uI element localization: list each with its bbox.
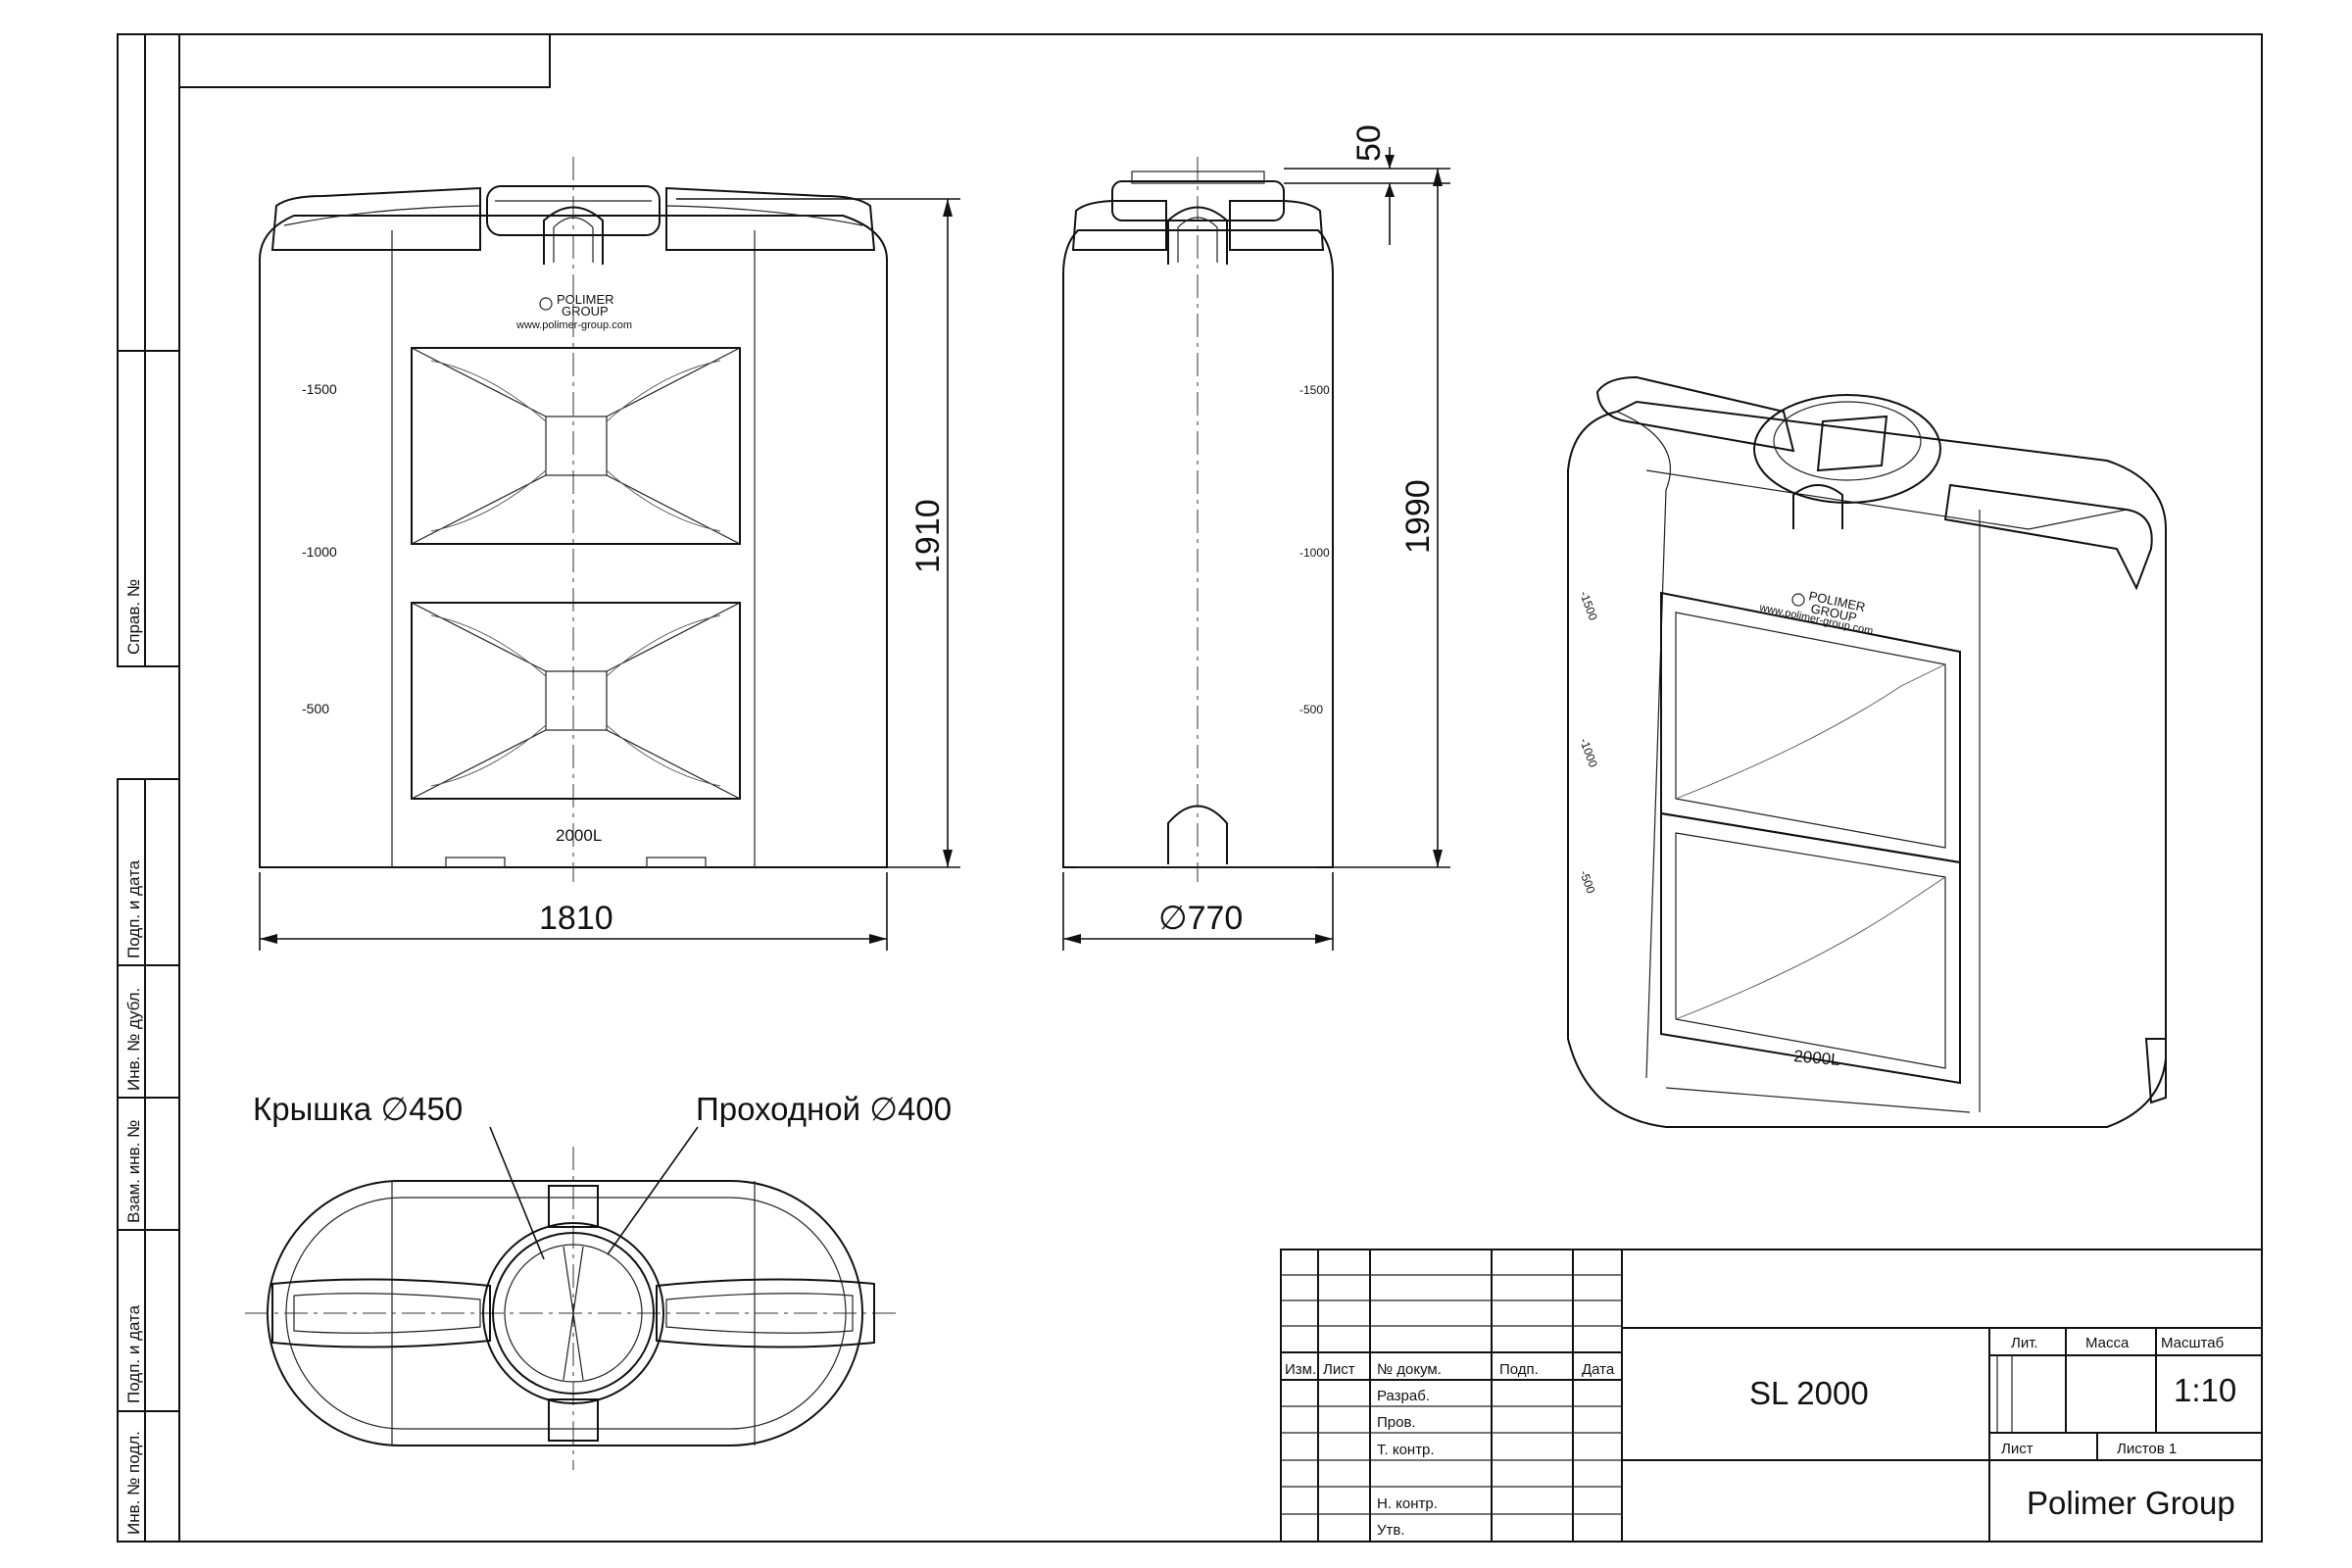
side-lid-dim: 50 — [1350, 124, 1388, 162]
tb-col-izm: Изм. — [1285, 1361, 1316, 1378]
tb-col-list: Лист — [1323, 1361, 1355, 1378]
stamp-inv-dubl: Инв. № дубл. — [124, 988, 143, 1091]
title-block — [1280, 1249, 2263, 1543]
front-brand-line2: GROUP — [562, 304, 609, 318]
iso-mark-1500: -1500 — [1577, 589, 1600, 622]
tb-row-tkontr: Т. контр. — [1377, 1442, 1435, 1458]
tb-col-data: Дата — [1582, 1361, 1615, 1378]
tb-col-dokum: № докум. — [1377, 1361, 1442, 1378]
front-height-dim: 1910 — [909, 499, 947, 573]
tb-masshtab: Масштаб — [2161, 1335, 2224, 1351]
stamp-inv-podl: Инв. № подл. — [124, 1431, 143, 1535]
iso-mark-500: -500 — [1577, 868, 1597, 896]
stamp-podp-data-1: Подп. и дата — [124, 859, 143, 958]
tb-listov: Листов 1 — [2117, 1441, 2177, 1457]
side-diameter-dim: ∅770 — [1158, 900, 1243, 937]
tb-product: SL 2000 — [1749, 1375, 1869, 1411]
tb-massa: Масса — [2085, 1335, 2130, 1351]
tb-row-nkontr: Н. контр. — [1377, 1495, 1438, 1512]
tb-col-podp: Подп. — [1499, 1361, 1539, 1378]
side-mark-1500: -1500 — [1299, 383, 1330, 397]
lid-label: Крышка ∅450 — [253, 1091, 463, 1127]
front-view — [259, 157, 888, 882]
manhole-label: Проходной ∅400 — [696, 1091, 952, 1127]
front-mark-1000: -1000 — [302, 544, 337, 560]
front-mark-500: -500 — [302, 701, 329, 716]
side-height-dim: 1990 — [1399, 479, 1437, 554]
front-mark-1500: -1500 — [302, 381, 337, 397]
side-mark-500: -500 — [1299, 703, 1323, 716]
front-width-dim: 1810 — [539, 900, 613, 937]
side-view — [1062, 157, 1334, 882]
front-capacity: 2000L — [556, 826, 602, 845]
side-mark-1000: -1000 — [1299, 546, 1330, 560]
tb-row-razrab: Разраб. — [1377, 1388, 1430, 1404]
tb-lit: Лит. — [2011, 1335, 2038, 1351]
stamp-sprav: Справ. № — [124, 579, 143, 655]
side-dimensions — [1062, 147, 1450, 951]
iso-capacity: 2000L — [1793, 1047, 1841, 1069]
tb-list: Лист — [2001, 1441, 2034, 1457]
iso-mark-1000: -1000 — [1577, 736, 1600, 769]
stamp-podp-data-2: Подп. и дата — [124, 1304, 143, 1403]
sheet-frame — [117, 33, 2263, 1543]
stamp-vzam-inv: Взам. инв. № — [124, 1120, 143, 1223]
isometric-view — [1567, 375, 2167, 1128]
tb-row-utv: Утв. — [1377, 1522, 1405, 1539]
front-brand-line1: POLIMER — [557, 292, 614, 307]
front-dimensions — [259, 198, 960, 951]
tb-company: Polimer Group — [2027, 1485, 2235, 1521]
tb-scale: 1:10 — [2174, 1372, 2236, 1408]
top-view — [245, 1126, 902, 1470]
front-site: www.polimer-group.com — [515, 319, 632, 331]
tb-row-prov: Пров. — [1377, 1414, 1416, 1431]
